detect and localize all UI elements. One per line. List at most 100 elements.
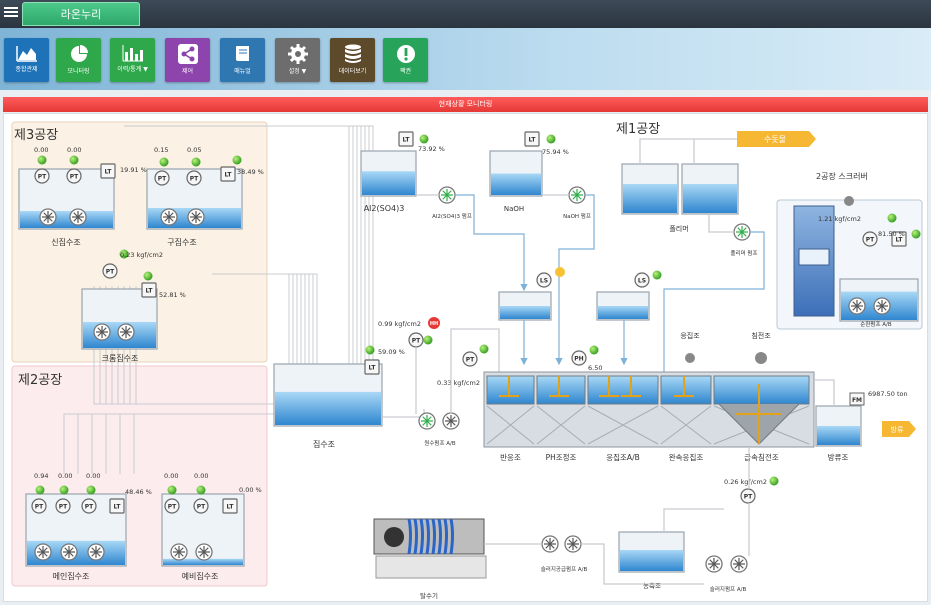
mainjip-pump-b-impeller-icon xyxy=(63,546,75,558)
gujip-led-a xyxy=(159,157,169,167)
fm-sensor[interactable] xyxy=(849,392,865,406)
top-bar: 라온누리 xyxy=(0,0,931,28)
ls-sensor-b[interactable] xyxy=(634,272,650,288)
gujip-value-a: 0.15 xyxy=(154,146,168,154)
hh-alarm-tag: HH xyxy=(430,321,438,327)
dewater-label: 탈수기 xyxy=(420,591,438,600)
sinjip-pt-a-tag: PT xyxy=(38,174,47,181)
mainjip-pump-c-impeller-icon xyxy=(90,546,102,558)
sinjip-label: 신집수조 xyxy=(51,237,80,247)
yebijip-lt[interactable] xyxy=(222,498,238,514)
sinjip-pump-b-impeller-icon xyxy=(72,211,84,223)
agitator-icon xyxy=(499,376,519,397)
area-chart-icon xyxy=(4,44,49,62)
toolbar-button-1[interactable]: 종합관제 xyxy=(4,38,49,82)
naoh-label: NaOH xyxy=(504,205,524,213)
gujip-pt-a-tag: PT xyxy=(158,176,167,183)
al-lt-tag: LT xyxy=(403,137,411,144)
plant1-title: 제1공장 xyxy=(616,122,660,137)
mainjip-lt[interactable] xyxy=(109,498,125,514)
mainjip-value-b: 0.00 xyxy=(58,472,72,480)
waterin-arrow xyxy=(737,131,816,147)
al-pump-impeller-icon xyxy=(441,189,453,201)
sludge-pt-tag: PT xyxy=(744,494,753,501)
raw-pt-2[interactable] xyxy=(462,351,478,367)
cromjip-lt[interactable] xyxy=(141,282,157,298)
cromjip-pt[interactable] xyxy=(102,263,118,279)
dewater-roller xyxy=(384,527,404,547)
filter-plate xyxy=(425,518,430,555)
filter-plate xyxy=(431,518,436,555)
toolbar-button-6[interactable]: 설정 ▼ xyxy=(275,38,320,82)
toolbar-button-5[interactable]: 매뉴얼 xyxy=(220,38,265,82)
jipsu-lt[interactable] xyxy=(364,359,380,375)
process-cell-label-reaction: 반응조 xyxy=(500,453,521,462)
process-cell-label-slowcoag: 완속응집조 xyxy=(669,452,704,462)
jipsu-lt-tag: LT xyxy=(369,365,377,372)
process-cell-ph xyxy=(536,375,586,405)
scrub-pt[interactable] xyxy=(862,231,878,247)
ls-sensor-a[interactable] xyxy=(536,272,552,288)
mainjip-led-b xyxy=(59,485,69,495)
al-lt[interactable] xyxy=(398,131,414,147)
mainjip-pt-c[interactable] xyxy=(81,498,97,514)
process-cell-label-rapidsed: 급속침전조 xyxy=(744,452,779,462)
gujip-lt[interactable] xyxy=(220,166,236,182)
toolbar-button-8[interactable]: 팩권 xyxy=(383,38,428,82)
sludge-pt-value: 0.26 kgf/cm2 xyxy=(724,478,767,486)
hamburger-menu-icon[interactable] xyxy=(3,5,19,21)
naoh-lt-value: 75.94 % xyxy=(542,148,569,156)
raw-pump-a-impeller-icon xyxy=(421,415,433,427)
ph-sensor-tag: PH xyxy=(574,356,583,363)
toolbar-button-7[interactable]: 데이터보기 xyxy=(330,38,375,82)
toolbar-button-label: 데이터보기 xyxy=(338,68,367,75)
cromjip-lt-tag: LT xyxy=(146,288,154,295)
mainjip-pump-a-impeller-icon xyxy=(37,546,49,558)
app-title-tab[interactable]: 라온누리 xyxy=(22,2,140,26)
sludge-pt[interactable] xyxy=(740,488,756,504)
gujip-value-b: 0.05 xyxy=(187,146,201,154)
pipe xyxy=(663,508,724,532)
dewater-tray xyxy=(375,555,487,579)
raw-pt-1-tag: PT xyxy=(412,338,421,345)
scrub-lt-tag: LT xyxy=(896,237,904,244)
process-cell-truss xyxy=(536,405,586,445)
share-icon xyxy=(165,44,210,64)
yebijip-value-a: 0.00 xyxy=(164,472,178,480)
sinjip-pump-a-impeller-icon xyxy=(42,211,54,223)
naoh-lt[interactable] xyxy=(524,131,540,147)
yebijip-lt-tag: LT xyxy=(227,504,235,511)
yebijip-led-a xyxy=(167,485,177,495)
pipe xyxy=(581,543,704,585)
gujip-lt-tag: LT xyxy=(225,172,233,179)
sinjip-lt[interactable] xyxy=(100,163,116,179)
al-tank-water xyxy=(362,171,415,195)
sinjip-pt-a[interactable] xyxy=(34,168,50,184)
toolbar-button-2[interactable]: 모니터링 xyxy=(56,38,101,82)
yebijip-pt-a[interactable] xyxy=(164,498,180,514)
sinjip-led-b xyxy=(69,155,79,165)
jipsu-label: 집수조 xyxy=(313,439,335,449)
agitator-icon xyxy=(621,376,641,397)
yebijip-pt-b[interactable] xyxy=(193,498,209,514)
yebijip-pt-b-tag: PT xyxy=(197,504,206,511)
mainjip-pt-a[interactable] xyxy=(31,498,47,514)
ph-sensor[interactable] xyxy=(571,350,587,366)
pipe xyxy=(639,138,694,164)
gujip-pt-a[interactable] xyxy=(154,170,170,186)
scrub-lt[interactable] xyxy=(891,231,907,247)
sinjip-lt-tag: LT xyxy=(105,169,113,176)
sinjip-pt-b[interactable] xyxy=(66,168,82,184)
toolbar-button-4[interactable]: 제어 xyxy=(165,38,210,82)
gear-icon xyxy=(275,44,320,64)
filter-plate xyxy=(443,518,448,555)
gujip-pt-b[interactable] xyxy=(186,170,202,186)
scrub-pump-a-impeller-icon xyxy=(851,300,863,312)
yebijip-lt-value: 0.00 % xyxy=(239,486,262,494)
toolbar-button-3[interactable]: 이력/통계 ▼ xyxy=(110,38,155,82)
mainjip-pt-b[interactable] xyxy=(55,498,71,514)
yebijip-led-b xyxy=(196,485,206,495)
